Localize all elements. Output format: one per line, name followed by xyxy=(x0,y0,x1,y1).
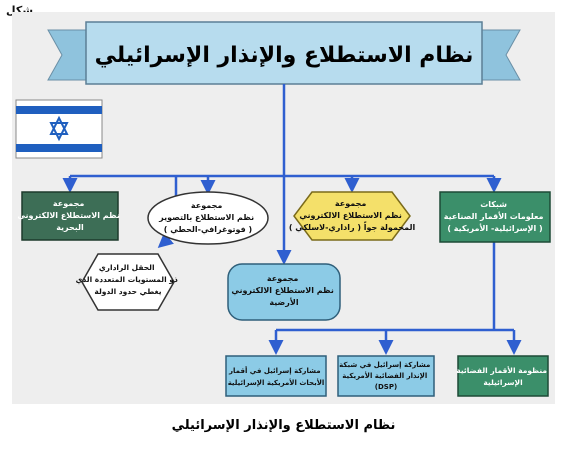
diagram-title: نظام الاستطلاع والإنذار الإسرائيلي xyxy=(95,43,474,68)
us-research-satellites-line: الأبحاث الأمريكية الإسرائيلية xyxy=(228,378,325,387)
dsp-network-line: مشاركة إسرائيل في شبكة xyxy=(339,361,430,369)
radar-field-line: ذو المستويات المتعددة الذي xyxy=(76,275,178,284)
naval-recon-line: نظم الاستطلاع الالكتروني xyxy=(17,211,119,220)
title-banner: نظام الاستطلاع والإنذار الإسرائيلي xyxy=(47,21,521,85)
figure-caption: نظام الاستطلاع والإنذار الإسرائيلي xyxy=(171,418,396,433)
connectors xyxy=(62,84,522,355)
imaging-recon-line: مجموعة xyxy=(191,201,222,210)
ground-recon-line: مجموعة xyxy=(267,274,298,283)
imaging-recon-node xyxy=(147,191,269,245)
airborne-recon-line: نظم الاستطلاع الالكتروني xyxy=(299,211,401,220)
satellite-networks-node xyxy=(439,191,551,243)
satellite-networks-line: ( الإسرائيلية- الأمريكية ) xyxy=(447,223,542,233)
svg-text:مشاركة إسرائيل في أقمار: مشاركة إسرائيل في أقمار الأبحاث الأمريكي… xyxy=(228,366,325,387)
imaging-recon-line: ( فوتوغرافي-الحطي ) xyxy=(164,225,252,234)
svg-text:مجموعة نظم الاستطلاع الا: مجموعة نظم الاستطلاع الالكتروني المحمولة… xyxy=(289,199,416,232)
israeli-satellites-line: منظومة الأقمار الفضائية xyxy=(456,366,547,375)
radar-field-line: يغطي حدود الدولة xyxy=(94,287,161,296)
us-research-satellites-line: مشاركة إسرائيل في أقمار xyxy=(228,366,321,375)
israeli-satellites-line: الإسرائيلية xyxy=(483,378,522,387)
dsp-network-line: الإنذار الفضائية الأمريكية xyxy=(342,371,427,380)
svg-text:مشاركة إسرائيل في شبكة ا: مشاركة إسرائيل في شبكة الإنذار الفضائية … xyxy=(339,361,433,391)
radar-field-node xyxy=(81,253,175,311)
dsp-network-line: (DSP) xyxy=(375,383,397,391)
naval-recon-node xyxy=(21,191,119,241)
svg-text:الحقل الراداري ذو المستو: الحقل الراداري ذو المستويات المتعددة الذ… xyxy=(76,263,181,296)
dsp-network-node xyxy=(337,355,435,397)
airborne-recon-line: مجموعة xyxy=(335,199,366,208)
svg-text:مجموعة نظم الاستطلاع بال: مجموعة نظم الاستطلاع بالتصوير ( فوتوغراف… xyxy=(158,201,257,234)
naval-recon-line: البحرية xyxy=(56,223,84,232)
airborne-recon-node xyxy=(293,191,411,241)
svg-text:مجموعة نظم الاستطلاع الا: مجموعة نظم الاستطلاع الالكتروني البحرية xyxy=(17,199,122,232)
airborne-recon-line: المحمولة جواً ( راداري-لاسلكي ) xyxy=(289,221,416,232)
svg-text:مجموعة نظم الاستطلاع الا: مجموعة نظم الاستطلاع الالكتروني الأرضية xyxy=(231,274,336,307)
satellite-networks-line: معلومات الأقمار الصناعية xyxy=(444,211,544,221)
israel-flag-icon xyxy=(15,99,103,159)
ground-recon-line: نظم الاستطلاع الالكتروني xyxy=(231,286,333,295)
ground-recon-line: الأرضية xyxy=(269,297,298,307)
radar-field-line: الحقل الراداري xyxy=(99,263,155,272)
satellite-networks-line: شبكات xyxy=(480,200,507,209)
svg-text:شبكات معلومات الأقمار ال: شبكات معلومات الأقمار الصناعية ( الإسرائ… xyxy=(444,200,547,233)
naval-recon-line: مجموعة xyxy=(53,199,84,208)
israeli-satellites-node xyxy=(457,355,549,397)
imaging-recon-line: نظم الاستطلاع بالتصوير xyxy=(158,213,254,222)
us-research-satellites-node xyxy=(225,355,327,397)
node-labels: مجموعة نظم الاستطلاع الالكتروني البحرية … xyxy=(17,199,549,391)
svg-text:منظومة الأقمار الفضائية: منظومة الأقمار الفضائية الإسرائيلية xyxy=(456,366,549,387)
ground-recon-node xyxy=(227,263,341,321)
